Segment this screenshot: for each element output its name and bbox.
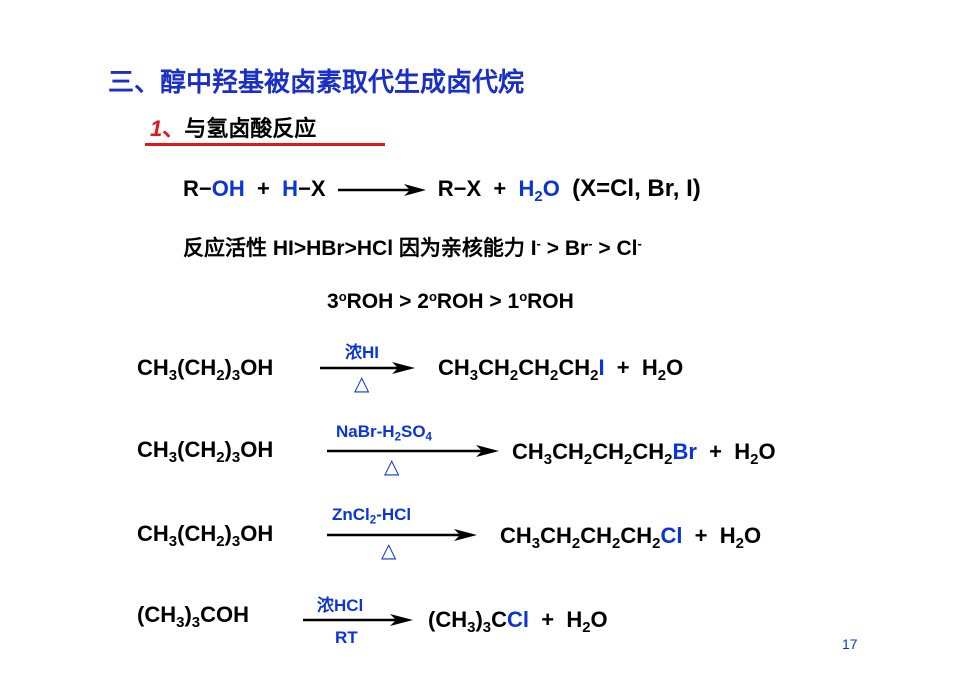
page-number: 17 bbox=[842, 636, 858, 652]
reaction-arrow bbox=[337, 184, 426, 197]
subtitle-text: 与氢卤酸反应 bbox=[184, 116, 317, 141]
reaction-4-arrow bbox=[303, 614, 413, 626]
section-subtitle: 1、与氢卤酸反应 bbox=[150, 111, 316, 143]
reaction-2-reagent: NaBr-H2SO4 bbox=[336, 422, 432, 444]
alcohol-reactivity-order: 3oROH > 2oROH > 1oROH bbox=[327, 288, 574, 313]
reaction-2-arrow bbox=[327, 445, 499, 457]
reaction-1-reagent: 浓HI bbox=[345, 343, 379, 362]
subtitle-underline bbox=[145, 143, 385, 146]
general-equation: R−OH + H−X R−X + H2O (X=Cl, Br, I) bbox=[183, 175, 701, 205]
subtitle-separator: 、 bbox=[162, 116, 185, 141]
subtitle-number: 1 bbox=[150, 116, 163, 141]
reaction-2-reactant: CH3(CH2)3OH bbox=[137, 437, 274, 466]
reaction-3-arrow bbox=[327, 529, 477, 541]
reactivity-statement: 反应活性 HI>HBr>HCl 因为亲核能力 I- > Br- > Cl- bbox=[183, 235, 642, 260]
reaction-1-reactant: CH3(CH2)3OH bbox=[137, 355, 274, 384]
halogen-note: (X=Cl, Br, I) bbox=[572, 175, 701, 202]
reaction-2-product: CH3CH2CH2CH2Br + H2O bbox=[512, 439, 776, 468]
reaction-3-reactant: CH3(CH2)3OH bbox=[137, 521, 274, 550]
reaction-4-condition: RT bbox=[335, 628, 358, 647]
reaction-3-heat-icon: △ bbox=[381, 540, 397, 562]
reaction-1-arrow bbox=[320, 362, 415, 374]
water: H2O bbox=[518, 176, 560, 205]
reaction-3-product: CH3CH2CH2CH2Cl + H2O bbox=[500, 523, 762, 552]
reaction-1-product: CH3CH2CH2CH2I + H2O bbox=[438, 355, 684, 384]
reaction-1-heat-icon: △ bbox=[354, 373, 370, 395]
reaction-4-reagent: 浓HCl bbox=[317, 596, 364, 615]
reaction-4-product: (CH3)3CCl + H2O bbox=[428, 607, 608, 636]
reaction-2-heat-icon: △ bbox=[384, 456, 400, 478]
reaction-3-reagent: ZnCl2-HCl bbox=[332, 505, 412, 527]
slide-title: 三、醇中羟基被卤素取代生成卤代烷 bbox=[108, 68, 525, 98]
reaction-4-reactant: (CH3)3COH bbox=[137, 602, 249, 631]
